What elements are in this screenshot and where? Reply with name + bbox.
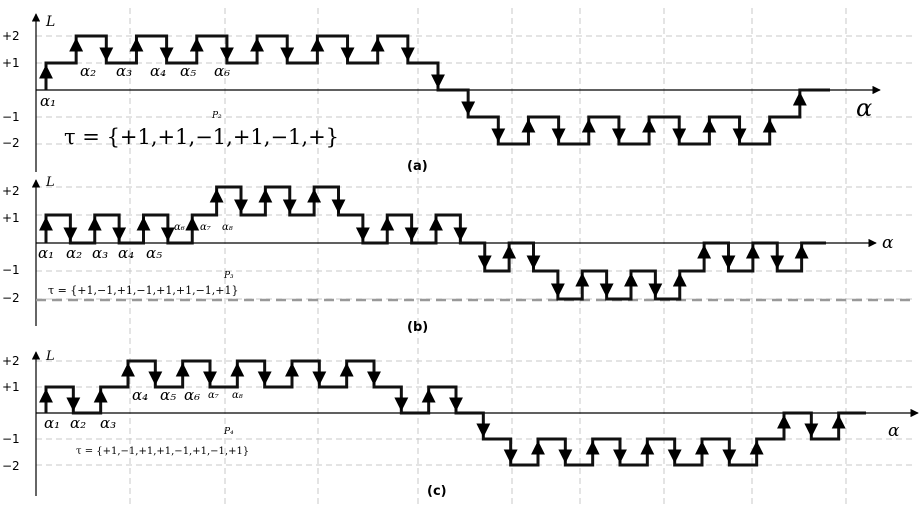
panel-b-horizontal-gridlines <box>36 186 912 300</box>
panel-b-alpha-6: α₆ <box>174 222 185 233</box>
panel-c-tick-minus2: −2 <box>2 459 20 473</box>
panel-a-transition-arrows <box>39 36 807 144</box>
panel-a-tick-plus1: +1 <box>2 56 20 70</box>
panel-b-y-axis-label: L <box>45 175 55 190</box>
panel-a-alpha-2: α₂ <box>80 62 96 80</box>
panel-b-tick-minus2: −2 <box>2 291 20 305</box>
panel-b-tau-sequence: τ = {+1,−1,+1,−1,+1,+1,−1,+1} <box>48 284 239 297</box>
panel-c-tick-minus1: −1 <box>2 432 20 446</box>
panel-b-alpha-8: α₈ <box>222 222 233 233</box>
panel-b-tick-plus1: +1 <box>2 211 20 225</box>
panel-c-label: (c) <box>427 484 447 499</box>
panel-a-p-mark: P₂ <box>211 111 222 121</box>
panel-a-tick-plus2: +2 <box>2 29 20 43</box>
panel-b-alpha-2: α₂ <box>66 244 82 262</box>
panel-c-tick-plus2: +2 <box>2 354 20 368</box>
panel-b-label: (b) <box>407 320 428 335</box>
panel-c-transition-arrows <box>39 361 846 465</box>
panel-a-alpha-1: α₁ <box>40 92 56 110</box>
panel-c-tick-plus1: +1 <box>2 380 20 394</box>
panel-a-tick-minus1: −1 <box>2 110 20 124</box>
panel-c-x-axis-label: α <box>888 421 900 441</box>
panel-c-tau-sequence: τ = {+1,−1,+1,+1,−1,+1,−1,+1} <box>76 446 249 457</box>
panel-c-p-mark: P₄ <box>223 427 234 437</box>
panel-a-alpha-5: α₅ <box>180 62 196 80</box>
panel-a-label: (a) <box>407 159 428 174</box>
panel-b-tick-minus1: −1 <box>2 263 20 277</box>
panel-a-tick-minus2: −2 <box>2 136 20 150</box>
panel-a-x-axis-label: α <box>856 94 872 122</box>
panel-b-alpha-5: α₅ <box>146 244 162 262</box>
panel-b-transition-arrows <box>39 187 809 299</box>
panel-a-alpha-3: α₃ <box>116 62 132 80</box>
panel-b-alpha-1: α₁ <box>38 244 54 262</box>
vertical-gridlines <box>129 8 847 508</box>
panel-c-alpha-5: α₅ <box>160 386 176 404</box>
panel-c: L α +2 +1 −1 −2 α₁ α₂ α₃ α₄ α₅ α₆ α₇ α₈ … <box>2 349 919 499</box>
panel-a-alpha-4: α₄ <box>150 62 166 80</box>
panel-c-alpha-4: α₄ <box>132 386 148 404</box>
panel-c-alpha-1: α₁ <box>44 414 60 432</box>
panel-c-alpha-3: α₃ <box>100 414 116 432</box>
panel-c-alpha-8: α₈ <box>232 390 243 401</box>
panel-b-alpha-3: α₃ <box>92 244 108 262</box>
panel-c-alpha-2: α₂ <box>70 414 86 432</box>
panel-a-tau-sequence: τ = {+1,+1,−1,+1,−1,+} <box>64 125 339 149</box>
panel-a-alpha-6: α₆ <box>214 62 230 80</box>
panel-b-alpha-7: α₇ <box>200 222 211 233</box>
panel-c-alpha-7: α₇ <box>208 390 219 401</box>
panel-b: L α +2 +1 −1 −2 α₁ α₂ α₃ α₄ α₅ α₆ α₇ α₈ … <box>2 175 912 335</box>
panel-c-y-axis-label: L <box>45 349 55 364</box>
panel-b-p-mark: P₃ <box>223 271 234 281</box>
panel-c-alpha-6: α₆ <box>184 386 200 404</box>
panel-b-alpha-4: α₄ <box>118 244 134 262</box>
panel-b-tick-plus2: +2 <box>2 184 20 198</box>
panel-b-x-axis-label: α <box>882 233 894 253</box>
panel-a: L α +2 +1 −1 −2 α₁ α₂ α₃ α₄ α₅ α₆ τ = {+… <box>2 13 912 174</box>
panel-a-y-axis-label: L <box>45 14 55 30</box>
